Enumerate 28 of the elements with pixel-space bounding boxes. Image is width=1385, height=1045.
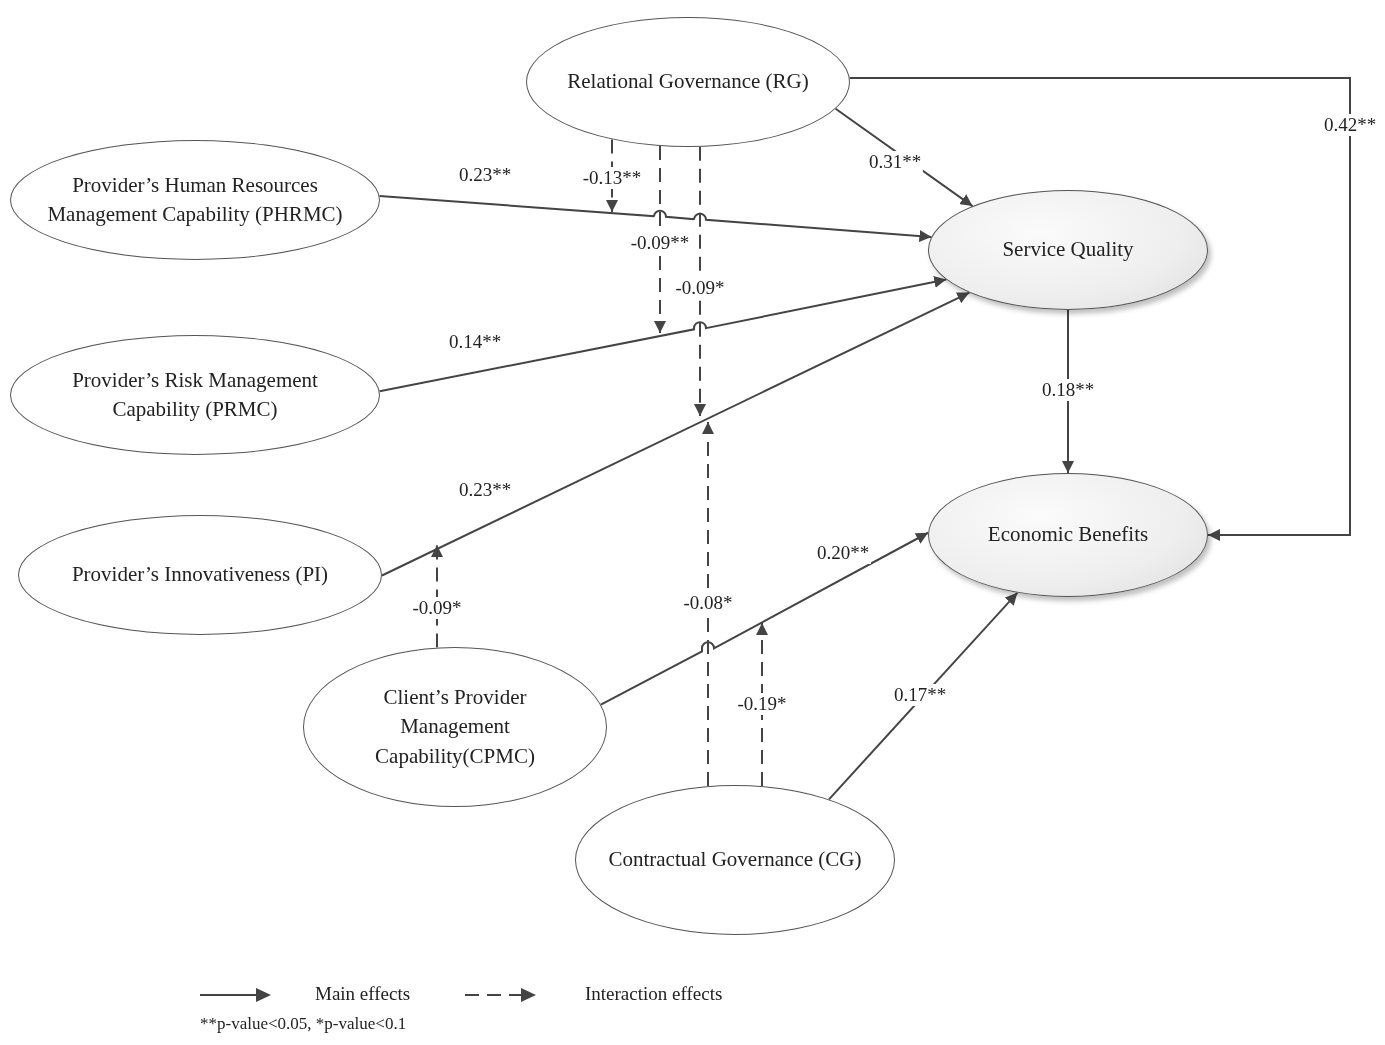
- legend-text: Interaction effects: [585, 983, 723, 1005]
- arrow: [828, 591, 1019, 801]
- construct-name: Client’s Provider Management Capability(CPMC): [374, 683, 536, 770]
- legend-text: Main effects: [315, 983, 411, 1005]
- construct-name: Service Quality: [1002, 236, 1134, 264]
- coefficient-label: 0.17**: [891, 684, 949, 706]
- coefficient-label: -0.19*: [735, 693, 789, 715]
- construct-name: Provider’s Risk Management Capability (PRMC): [71, 366, 319, 423]
- coefficient-label: -0.09*: [410, 597, 464, 619]
- construct-name: Relational Governance (RG): [567, 68, 809, 96]
- construct-name: Provider’s Human Resources Management Capability (PHRMC): [46, 171, 344, 228]
- construct-name: Contractual Governance (CG): [608, 846, 862, 874]
- arrow: [378, 276, 948, 393]
- dashed-arrow: [606, 138, 618, 213]
- dashed-arrow: [431, 544, 443, 649]
- arrow: [848, 77, 1351, 541]
- construct-name: Economic Benefits: [987, 521, 1149, 549]
- dashed-arrow: [694, 145, 706, 417]
- arrow: [1062, 309, 1074, 474]
- arrow: [599, 531, 930, 706]
- coefficient-label: -0.13**: [580, 167, 644, 189]
- coefficient-label: 0.42**: [1321, 114, 1379, 136]
- footnote: **p-value<0.05, *p-value<0.1: [200, 1014, 407, 1034]
- coefficient-label: 0.31**: [866, 151, 924, 173]
- arrow: [381, 291, 971, 577]
- dashed-arrow: [654, 145, 666, 334]
- construct-name: Provider’s Innovativeness (PI): [71, 561, 329, 589]
- coefficient-label: 0.18**: [1039, 379, 1097, 401]
